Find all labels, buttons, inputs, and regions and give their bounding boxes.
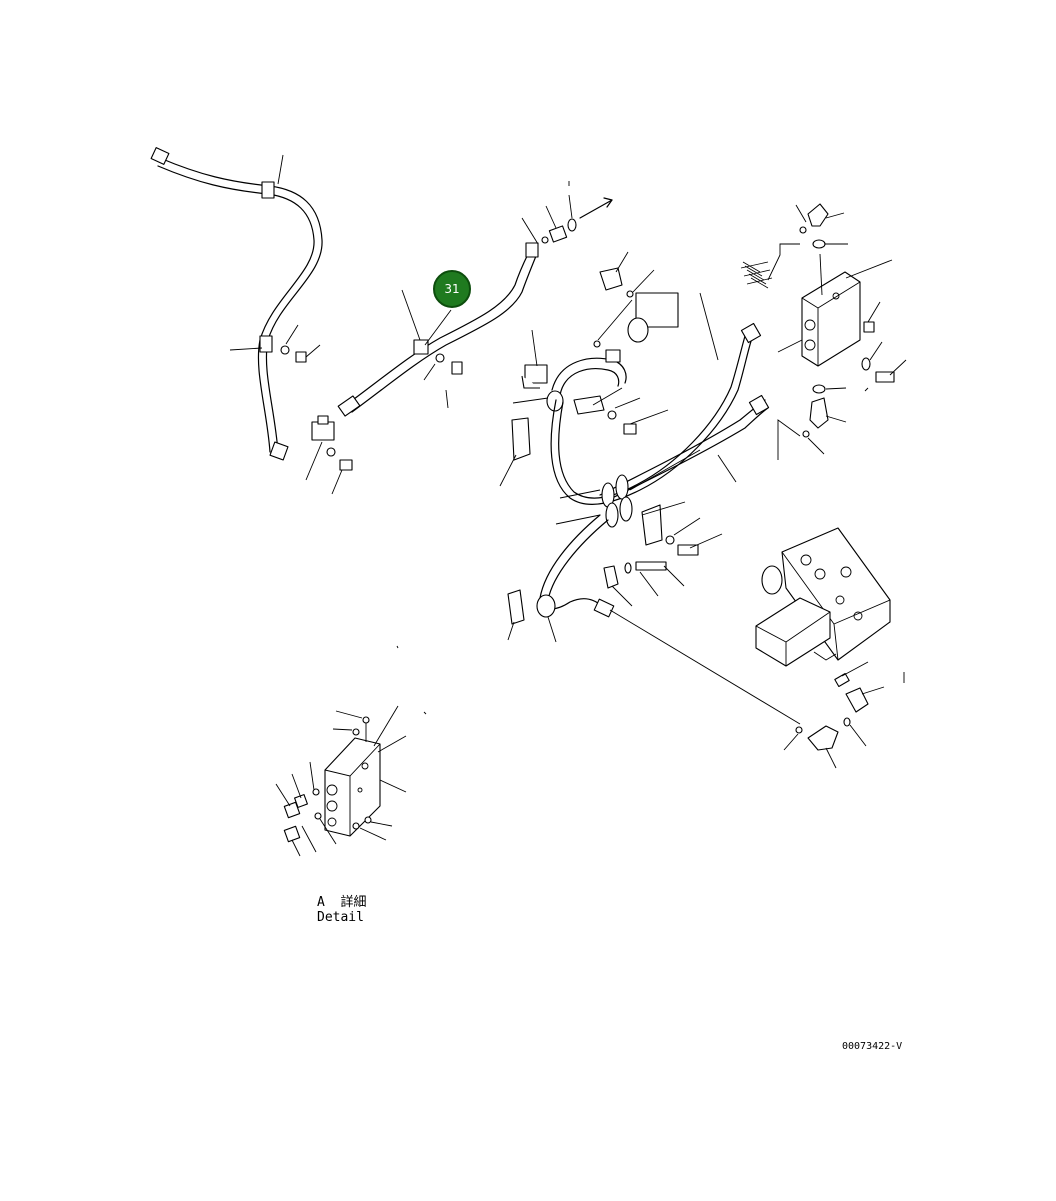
detail-a-view xyxy=(275,705,407,857)
right-valve-assembly xyxy=(740,203,907,769)
hose-31-assembly xyxy=(337,181,613,417)
drawing-code: 00073422-V xyxy=(842,1041,903,1052)
left-hose-assembly xyxy=(150,147,353,495)
detail-caption-line1: A 詳細 xyxy=(317,895,367,910)
detail-a-caption: A 詳細 Detail xyxy=(317,895,366,925)
detail-caption-line2: Detail xyxy=(317,910,364,925)
center-hose-bundle xyxy=(499,251,801,725)
hatched-pipe-stub xyxy=(740,261,773,289)
callout-31-marker[interactable]: 31 xyxy=(433,270,471,308)
